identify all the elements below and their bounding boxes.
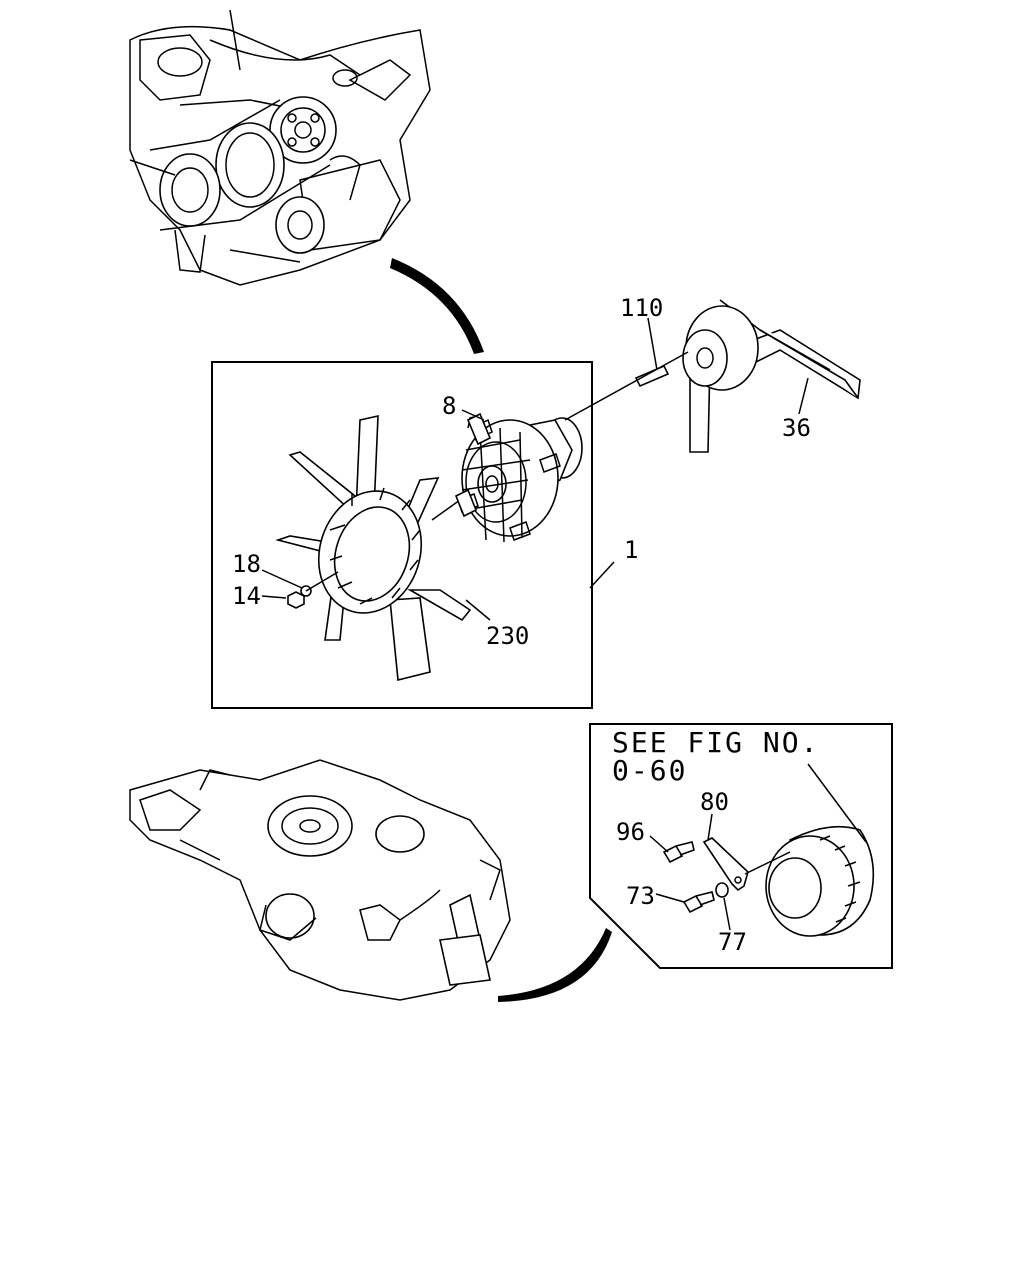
leader-lines bbox=[261, 317, 867, 931]
callout-36: 36 bbox=[782, 414, 811, 442]
stud-8 bbox=[454, 412, 492, 518]
connector-arc-bottom bbox=[498, 928, 612, 1002]
pulley-belt bbox=[682, 299, 861, 453]
engine-front-view-top bbox=[129, 9, 431, 286]
bracket-hole bbox=[734, 876, 742, 884]
callout-80: 80 bbox=[700, 788, 729, 816]
bolt-96 bbox=[662, 841, 695, 864]
cooling-fan bbox=[275, 414, 472, 682]
callout-96: 96 bbox=[616, 818, 645, 846]
callout-1: 1 bbox=[624, 536, 638, 564]
see-fig-label: SEE FIG NO. bbox=[612, 726, 819, 759]
callout-18: 18 bbox=[232, 550, 261, 578]
bracket-link bbox=[744, 851, 791, 875]
bolt-axis bbox=[305, 571, 339, 592]
engine-side-view-bottom bbox=[129, 759, 511, 1001]
see-fig-number: 0-60 bbox=[612, 754, 687, 787]
callout-230: 230 bbox=[486, 622, 529, 650]
pulley-bolt-110 bbox=[634, 364, 670, 388]
nut-14 bbox=[287, 591, 305, 609]
see-fig-box bbox=[589, 723, 893, 969]
connector-arc-top bbox=[390, 258, 484, 354]
callout-73: 73 bbox=[626, 882, 655, 910]
bracket-80 bbox=[702, 837, 749, 892]
stud-leader bbox=[431, 499, 461, 521]
washer-77 bbox=[715, 882, 729, 898]
fan-clutch bbox=[457, 415, 583, 543]
callout-14: 14 bbox=[232, 582, 261, 610]
bolt-73 bbox=[682, 891, 715, 914]
callout-77: 77 bbox=[718, 928, 747, 956]
callout-8: 8 bbox=[442, 392, 456, 420]
alternator bbox=[765, 825, 875, 937]
fan-assembly-box bbox=[211, 361, 593, 709]
clutch-axis bbox=[564, 351, 689, 421]
callout-110: 110 bbox=[620, 294, 663, 322]
